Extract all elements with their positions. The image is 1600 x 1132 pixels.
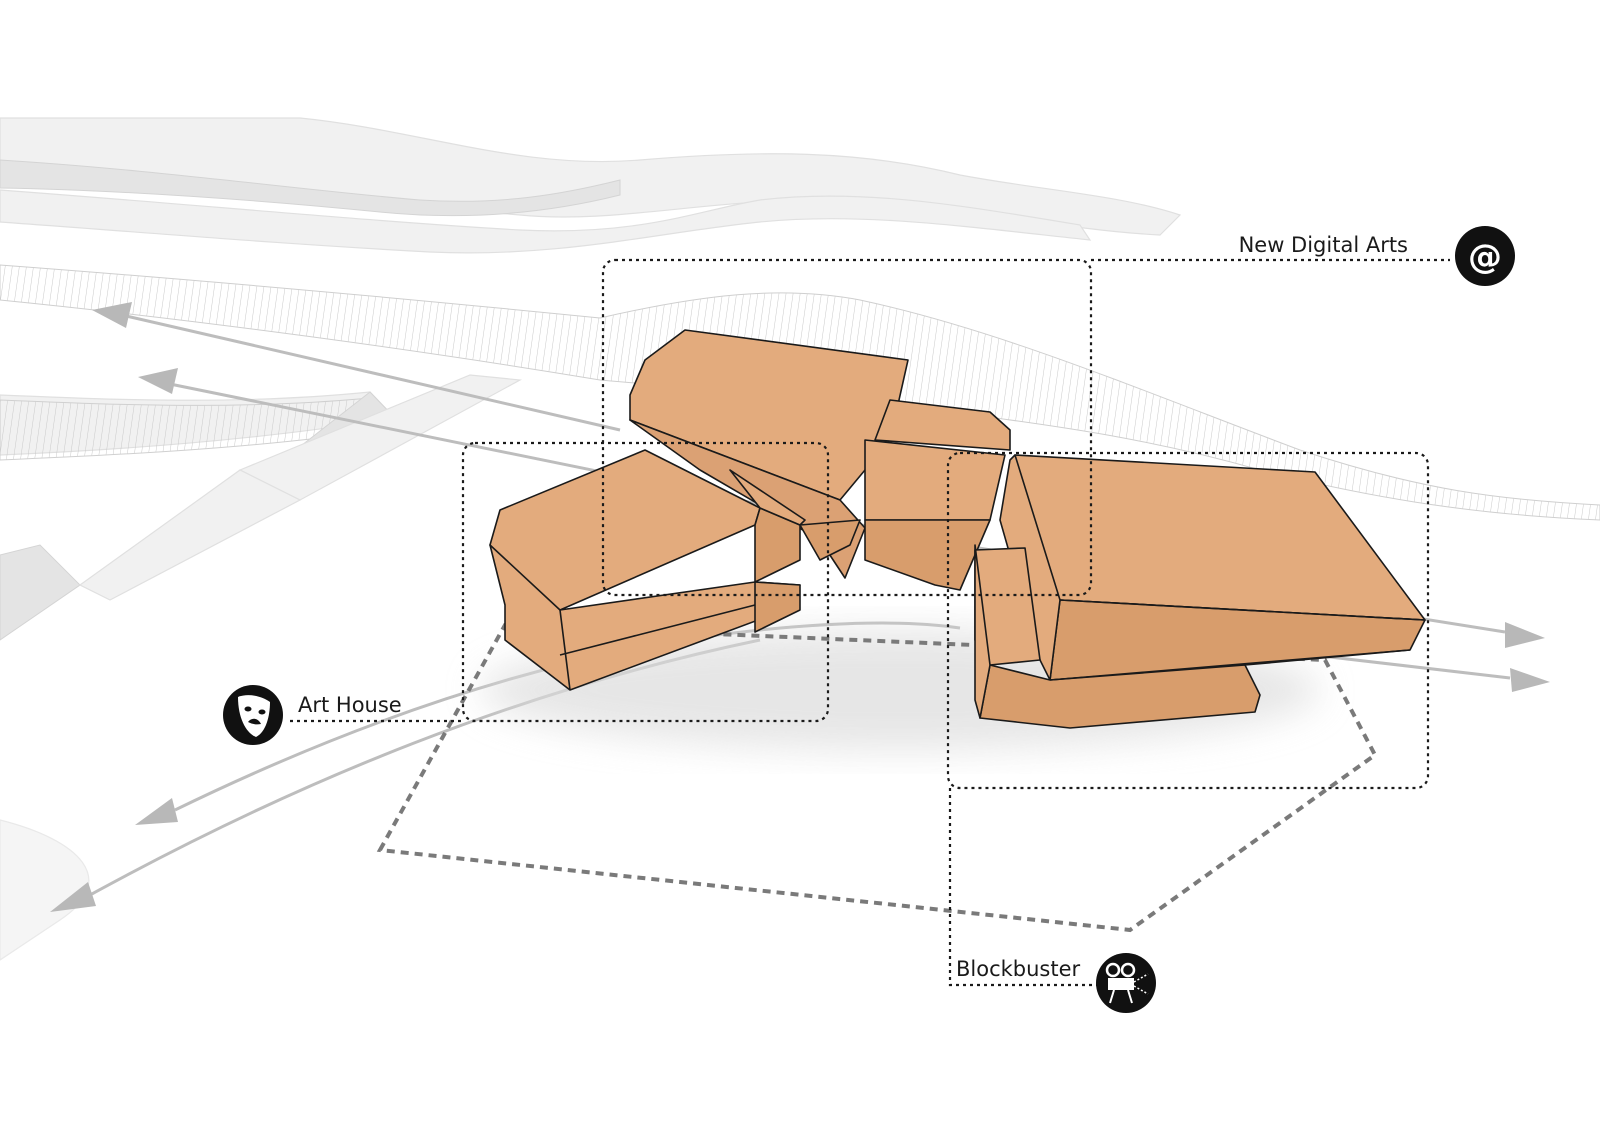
theater-masks-icon xyxy=(223,685,283,745)
flow-arrowhead xyxy=(1510,668,1550,692)
flow-arrowhead xyxy=(138,368,178,394)
label-group-blockbuster: Blockbuster xyxy=(956,953,1156,1013)
label-blockbuster: Blockbuster xyxy=(956,957,1081,981)
flow-arrowhead xyxy=(135,798,178,825)
svg-text:@: @ xyxy=(1468,237,1502,277)
building-volumes xyxy=(489,329,1426,729)
volume-digital-arts xyxy=(629,329,1011,591)
site-boundary xyxy=(376,622,1378,933)
label-art-house: Art House xyxy=(298,693,402,717)
flow-arrowhead xyxy=(92,302,132,328)
label-group-art-house: Art House xyxy=(223,685,402,745)
at-sign-icon: @ xyxy=(1455,226,1515,286)
flow-line xyxy=(121,313,621,432)
film-projector-icon xyxy=(1096,953,1156,1013)
label-digital-arts: New Digital Arts xyxy=(1239,233,1408,257)
program-box-blockbuster xyxy=(946,451,1430,790)
label-group-digital-arts: New Digital Arts @ xyxy=(1239,226,1515,286)
volume-blockbuster xyxy=(974,454,1426,729)
volume-art-house xyxy=(489,449,861,691)
program-box-digital-arts xyxy=(601,258,1093,597)
flow-arrowhead xyxy=(1505,622,1545,648)
program-box-art-house xyxy=(461,441,830,723)
flow-arrowhead xyxy=(50,882,96,912)
leader-blockbuster xyxy=(948,788,1100,987)
